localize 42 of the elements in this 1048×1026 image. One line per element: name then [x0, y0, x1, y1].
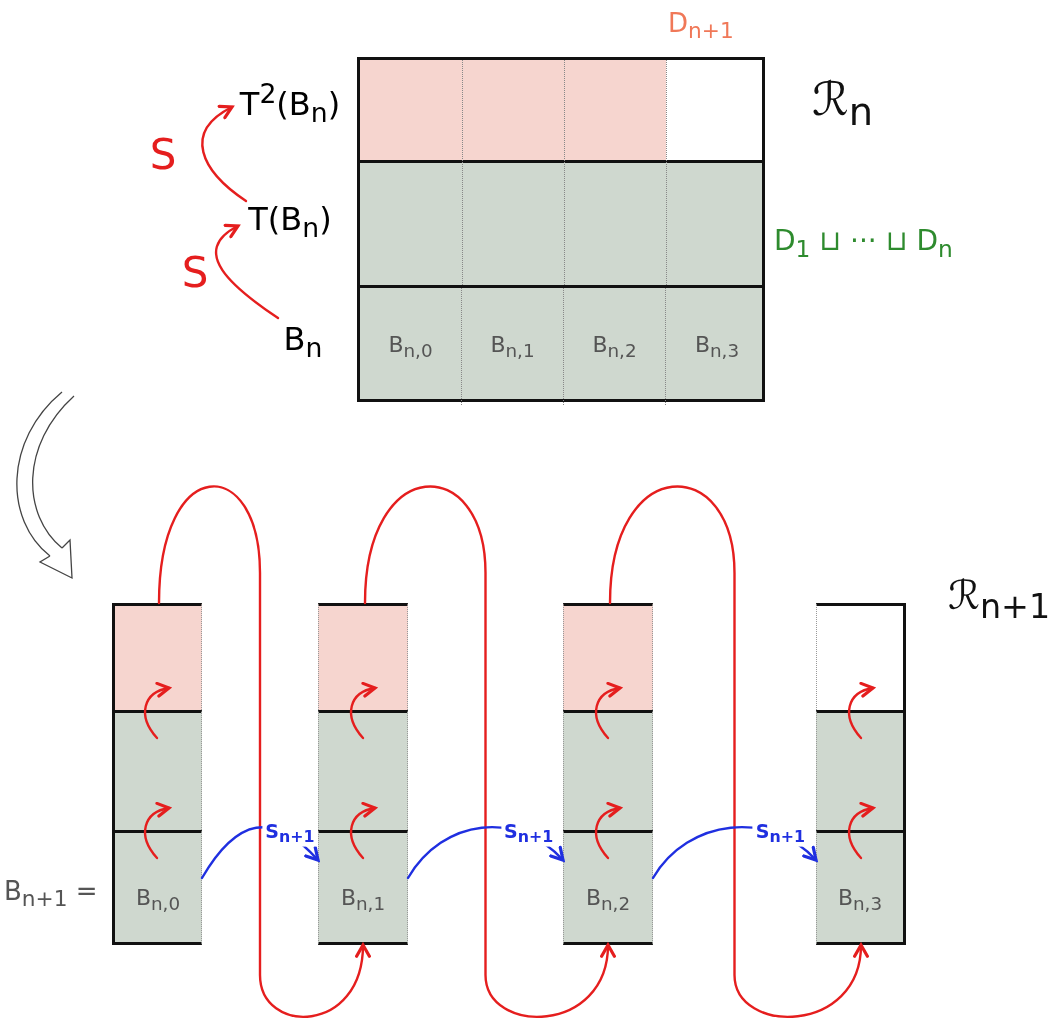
arrow: [349, 802, 377, 860]
base-label: B$_{n+1}$ =: [4, 876, 98, 912]
level-cell: [112, 710, 202, 830]
arrow: [349, 682, 377, 740]
arrow: [201, 105, 248, 203]
arrow: [143, 802, 171, 860]
arrow: [847, 802, 875, 860]
level-cell: [816, 603, 906, 710]
level-cell: [318, 710, 408, 830]
base-cell: [563, 830, 653, 945]
arrow: [214, 224, 280, 320]
set-label: D$_{n+1}$: [668, 8, 734, 44]
arrow: [157, 485, 370, 1018]
base-cell: [816, 830, 906, 945]
tower-label: ℛ$_{n}$: [812, 72, 873, 135]
level-cell: [318, 603, 408, 710]
math-label: B$_{n}$: [283, 320, 323, 364]
tower-label: ℛ$_{n+1}$: [948, 572, 1048, 626]
math-label: B$_{n,0}$: [388, 331, 433, 362]
math-label: B$_{n,1}$: [340, 884, 386, 915]
math-label: B$_{n,3}$: [694, 331, 740, 362]
arrow: [847, 682, 875, 740]
arrow: [363, 485, 615, 1018]
math-label: B$_{n,3}$: [837, 884, 883, 915]
math-label: T(B$_{n}$): [248, 200, 332, 244]
math-label: B$_{n,2}$: [585, 884, 631, 915]
arrow: [608, 485, 868, 1018]
level-cell: [816, 710, 906, 830]
arrow: [594, 682, 622, 740]
math-label: B$_{n,2}$: [592, 331, 637, 362]
base-cell: [112, 830, 202, 945]
math-label: B$_{n,1}$: [490, 331, 535, 362]
arrow: [143, 682, 171, 740]
level-cell: [112, 603, 202, 710]
arrow: [594, 802, 622, 860]
base-cell: [318, 830, 408, 945]
level-cell: [563, 603, 653, 710]
math-label: T$^{2}$(B$_{n}$): [239, 77, 341, 128]
tower-frame: [357, 57, 765, 402]
set-label: D$_{1}$ ⊔ ··· ⊔ D$_{n}$: [774, 224, 953, 263]
level-cell: [563, 710, 653, 830]
math-label: B$_{n,0}$: [135, 884, 181, 915]
